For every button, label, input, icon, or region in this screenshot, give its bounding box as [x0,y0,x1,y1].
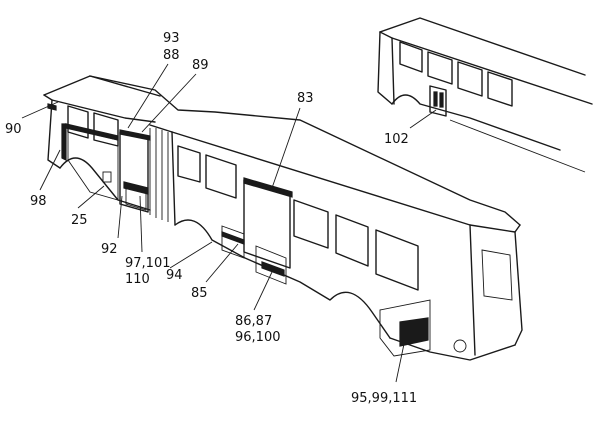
callout-86-87: 86,87 [235,314,272,329]
callout-90: 90 [5,122,22,137]
callout-25: 25 [71,213,88,228]
callout-102: 102 [384,132,409,147]
bus-body [43,75,523,361]
callout-85: 85 [191,286,208,301]
rear-windows [177,145,419,291]
callout-95-99-111: 95,99,111 [351,391,417,406]
callout-97-101: 97,101 [125,256,171,271]
callout-92: 92 [101,242,118,257]
callout-88: 88 [163,48,180,63]
callout-83: 83 [297,91,314,106]
callout-94: 94 [166,268,183,283]
callout-96-100: 96,100 [235,330,281,345]
callout-89: 89 [192,58,209,73]
callout-labels: 93 88 89 83 90 102 98 25 92 97,101 110 9… [5,31,417,406]
callout-93: 93 [163,31,180,46]
component-panels [47,103,431,357]
inset-bus [377,17,593,173]
leader-lines [21,63,437,383]
callout-110: 110 [125,272,150,287]
doors [119,129,293,269]
callout-98: 98 [30,194,47,209]
